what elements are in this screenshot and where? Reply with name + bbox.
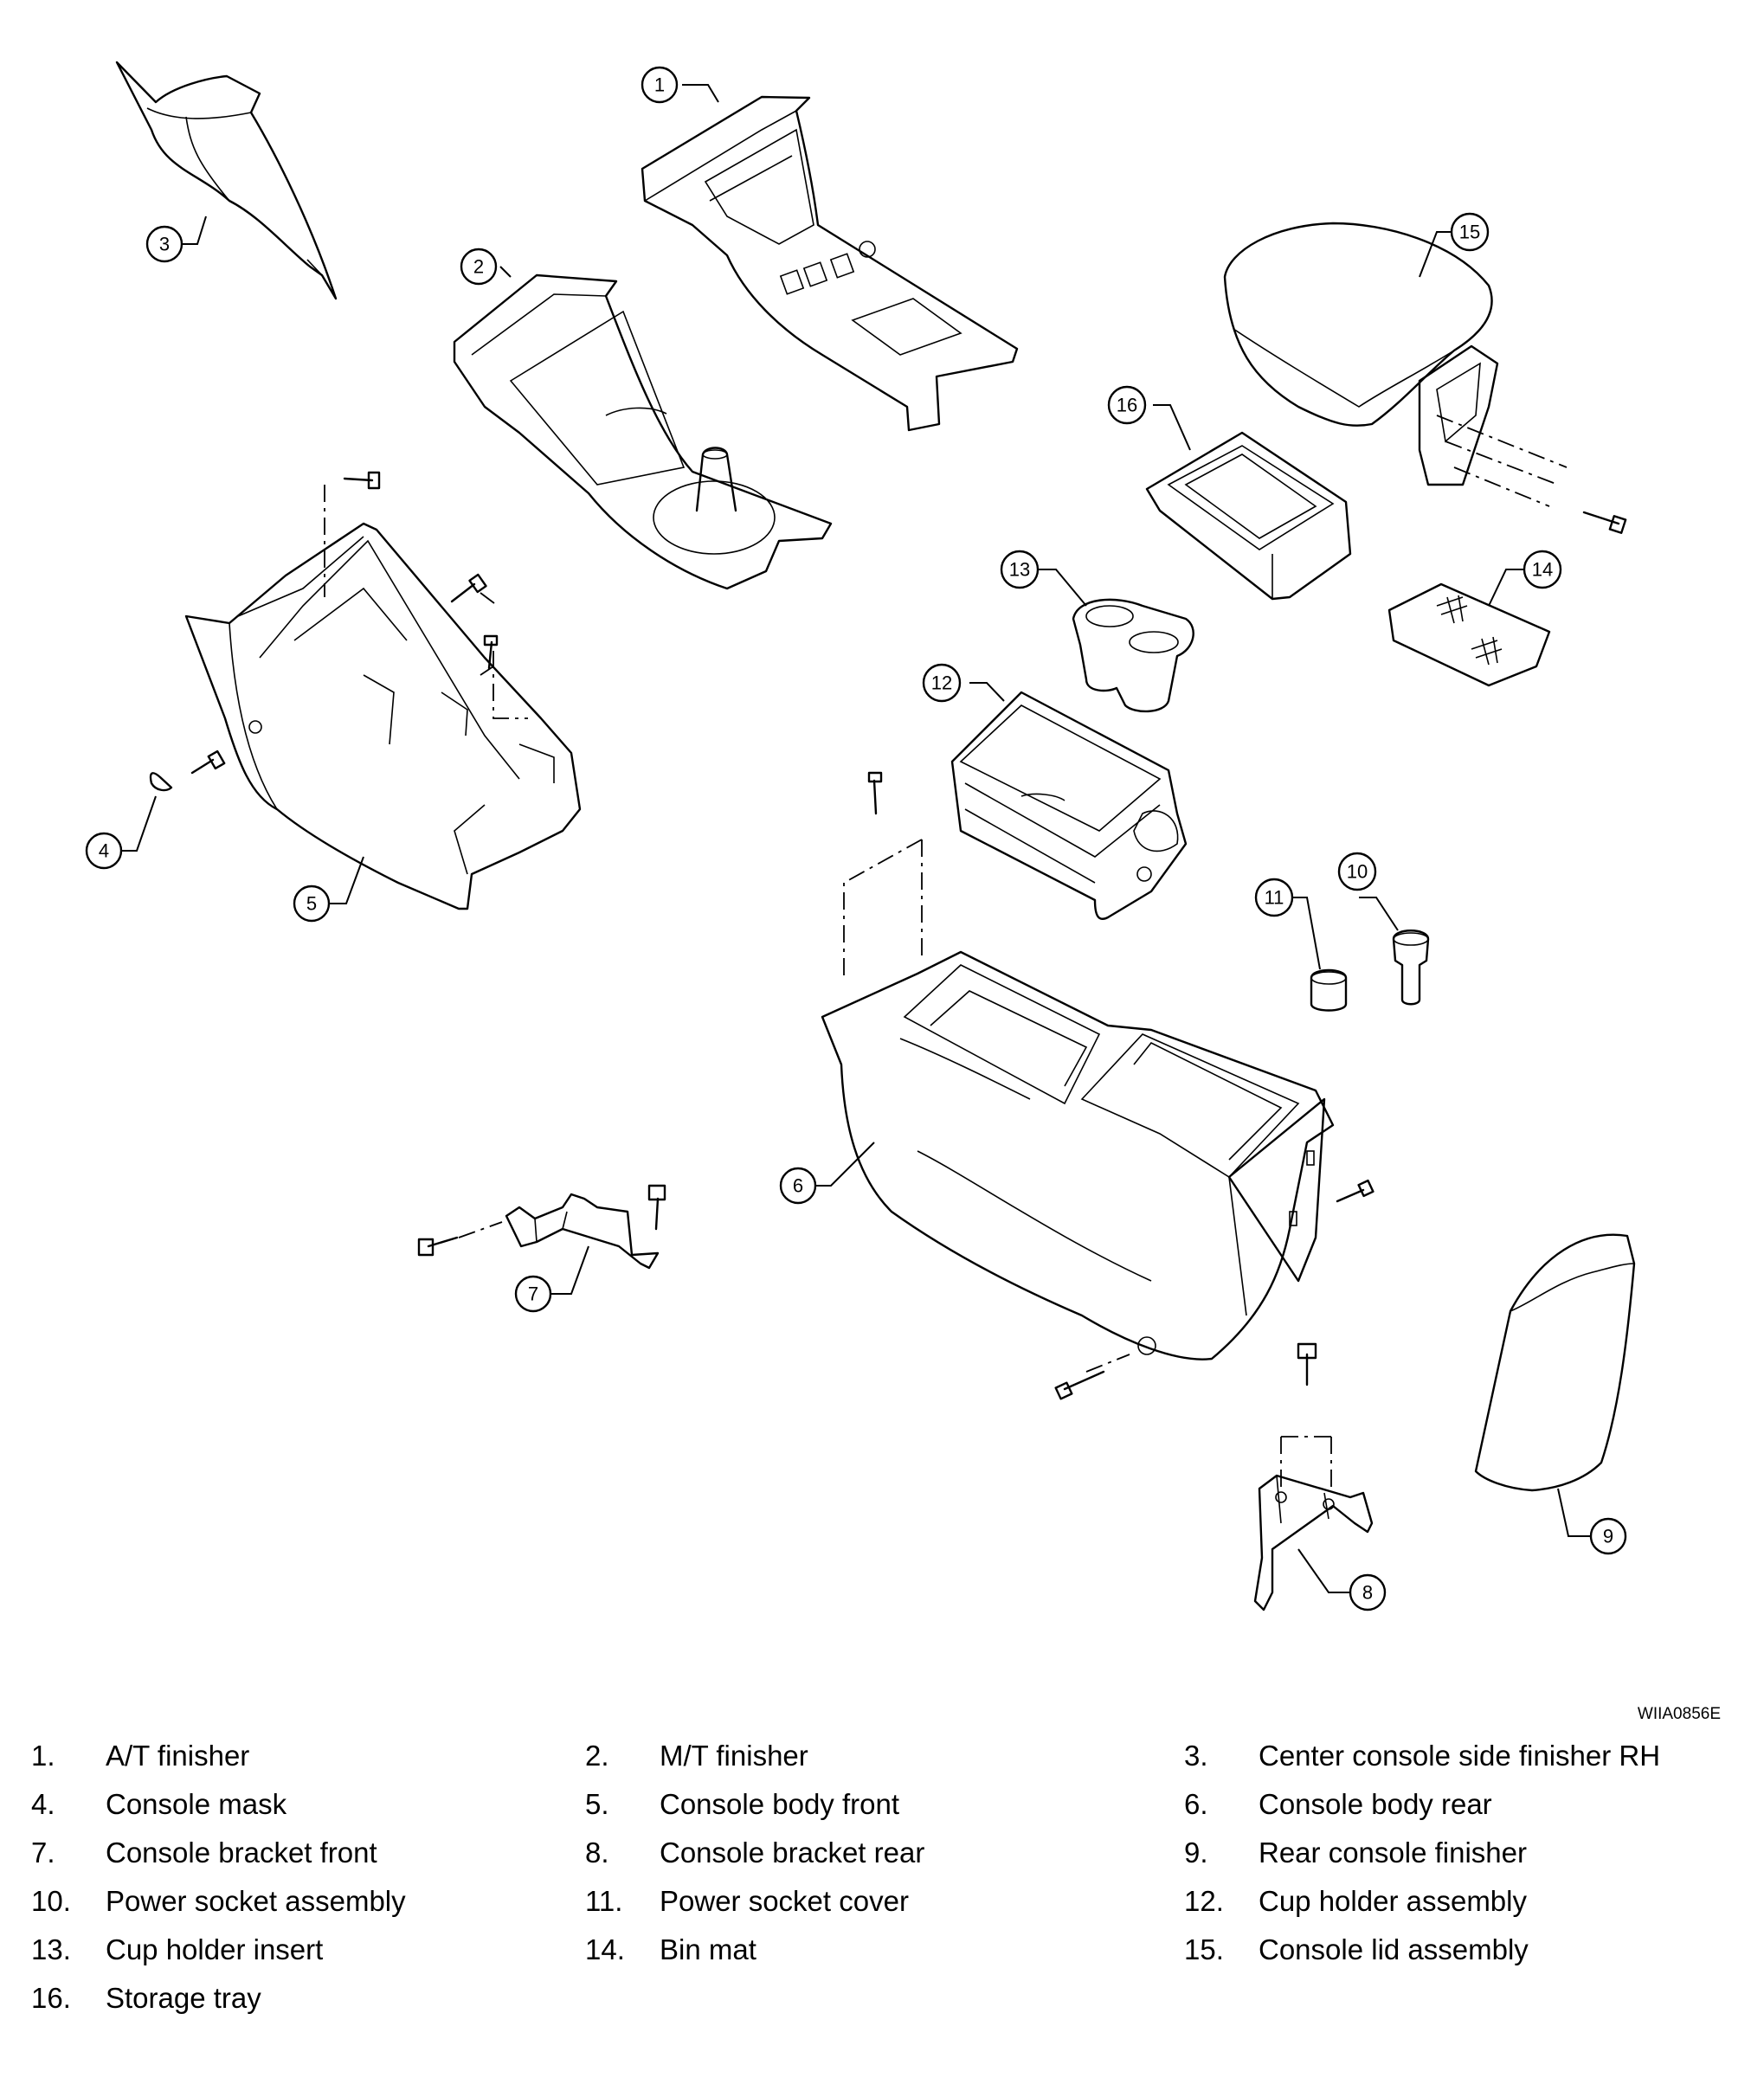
callout-4: 4 — [85, 832, 123, 870]
part-8-console-bracket-rear — [1253, 1342, 1374, 1611]
legend-number: 13. — [31, 1933, 71, 1965]
callout-14: 14 — [1523, 550, 1562, 589]
callout-7-number: 7 — [528, 1283, 538, 1305]
legend-number: 9. — [1184, 1836, 1208, 1869]
legend-label: Rear console finisher — [1259, 1836, 1527, 1869]
callout-11: 11 — [1254, 878, 1294, 917]
legend-label: Cup holder insert — [106, 1933, 324, 1965]
callout-10: 10 — [1337, 852, 1377, 891]
legend-label: Console body front — [660, 1788, 900, 1820]
screws-part-6 — [867, 771, 1375, 1400]
legend-label: Console body rear — [1259, 1788, 1492, 1820]
legend-number: 8. — [585, 1836, 609, 1869]
legend-number: 15. — [1184, 1933, 1224, 1965]
screw-part-15 — [1582, 511, 1627, 534]
callout-7: 7 — [514, 1275, 552, 1313]
part-1-at-finisher — [641, 95, 1019, 432]
callout-6: 6 — [779, 1167, 817, 1205]
callout-1-number: 1 — [654, 74, 665, 96]
legend-label: Console bracket rear — [660, 1836, 925, 1869]
part-10-power-socket — [1392, 929, 1430, 1006]
legend-number: 16. — [31, 1982, 71, 2014]
part-6-console-body-rear — [821, 950, 1335, 1360]
callout-12-number: 12 — [931, 672, 952, 694]
callout-10-number: 10 — [1347, 861, 1368, 883]
part-3-side-finisher-rh — [115, 61, 338, 300]
legend-label: A/T finisher — [106, 1740, 250, 1772]
legend-number: 4. — [31, 1788, 55, 1820]
part-16-storage-tray — [1145, 431, 1352, 601]
callout-11-number: 11 — [1265, 887, 1284, 909]
callout-3-number: 3 — [159, 234, 170, 255]
legend-number: 14. — [585, 1933, 625, 1965]
legend-label: M/T finisher — [660, 1740, 808, 1772]
part-9-rear-console-finisher — [1474, 1233, 1636, 1492]
callout-13-number: 13 — [1009, 559, 1030, 581]
legend-number: 6. — [1184, 1788, 1208, 1820]
callout-15: 15 — [1450, 212, 1490, 252]
legend-number: 11. — [585, 1885, 623, 1917]
legend-number: 1. — [31, 1740, 55, 1772]
callout-6-number: 6 — [793, 1175, 803, 1197]
part-12-cup-holder-assembly — [950, 691, 1188, 920]
legend-label: Console mask — [106, 1788, 287, 1820]
legend-label: Cup holder assembly — [1259, 1885, 1527, 1917]
part-14-bin-mat — [1387, 582, 1551, 687]
callout-8-number: 8 — [1362, 1582, 1373, 1604]
figure-code: WIIA0856E — [1637, 1705, 1721, 1723]
part-13-cup-holder-insert — [1072, 598, 1194, 713]
legend-label: Center console side finisher RH — [1259, 1740, 1661, 1772]
screws-part-5 — [190, 471, 499, 775]
legend-number: 5. — [585, 1788, 609, 1820]
part-7-console-bracket-front — [417, 1184, 666, 1270]
callout-13: 13 — [1000, 550, 1040, 589]
callout-4-number: 4 — [99, 840, 109, 862]
part-11-power-socket-cover — [1310, 968, 1348, 1012]
callout-8: 8 — [1349, 1573, 1387, 1611]
legend-label: Console bracket front — [106, 1836, 377, 1869]
callout-16: 16 — [1107, 385, 1147, 425]
callout-2-number: 2 — [473, 256, 484, 278]
exploded-parts-diagram: 1 2 3 4 5 6 7 8 9 10 11 12 — [85, 61, 1636, 1611]
legend-number: 2. — [585, 1740, 609, 1772]
callout-2: 2 — [460, 248, 498, 286]
callout-leaders — [119, 84, 1591, 1593]
callout-3: 3 — [145, 225, 183, 263]
callout-12: 12 — [922, 663, 962, 703]
legend-label: Storage tray — [106, 1982, 261, 2014]
legend-number: 3. — [1184, 1740, 1208, 1772]
part-2-mt-finisher — [453, 273, 833, 590]
part-5-console-body-front — [184, 522, 582, 910]
legend-number: 12. — [1184, 1885, 1224, 1917]
callout-5-number: 5 — [306, 893, 317, 915]
part-15-console-lid — [1223, 222, 1499, 486]
part-4-console-mask — [149, 772, 173, 792]
callout-5: 5 — [293, 884, 331, 923]
legend-label: Bin mat — [660, 1933, 756, 1965]
legend-label: Power socket cover — [660, 1885, 909, 1917]
callout-14-number: 14 — [1532, 559, 1553, 581]
callout-16-number: 16 — [1117, 395, 1137, 416]
callout-1: 1 — [641, 66, 679, 104]
legend-label: Power socket assembly — [106, 1885, 406, 1917]
legend-number: 7. — [31, 1836, 55, 1869]
callout-9: 9 — [1589, 1517, 1627, 1555]
legend-number: 10. — [31, 1885, 71, 1917]
callout-15-number: 15 — [1459, 222, 1480, 243]
callout-9-number: 9 — [1603, 1526, 1613, 1547]
legend-label: Console lid assembly — [1259, 1933, 1529, 1965]
